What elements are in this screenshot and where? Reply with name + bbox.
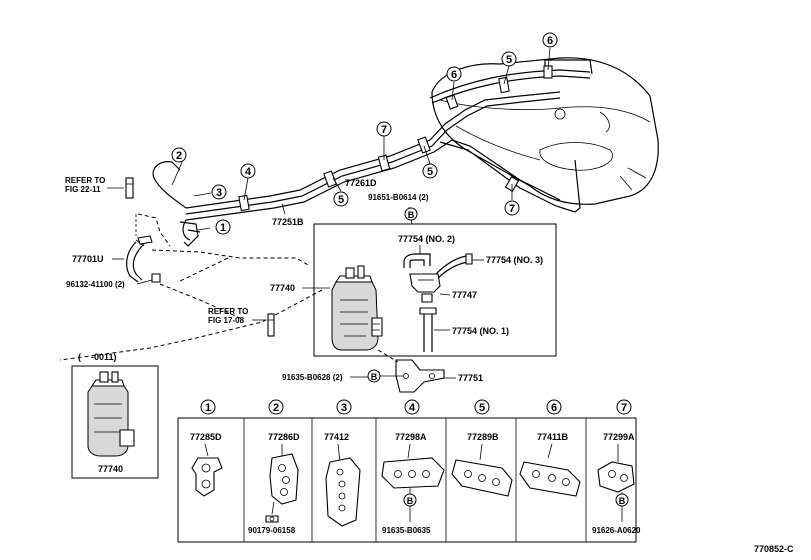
svg-text:B: B: [407, 496, 414, 506]
legend-sub-4: 91635-B0635: [382, 526, 431, 535]
legend-part-3: 77412: [324, 432, 349, 442]
callout-2: 2: [171, 147, 187, 163]
callout-b-top: B: [404, 207, 418, 221]
legend-sub-2: 90179-06158: [248, 526, 296, 535]
clamp-77298a: [381, 457, 445, 494]
refer-fig-17-line2: FIG 17-08: [208, 316, 245, 325]
svg-text:3: 3: [341, 402, 347, 414]
svg-text:2: 2: [176, 150, 182, 162]
svg-text:1: 1: [205, 402, 211, 414]
svg-text:4: 4: [245, 166, 252, 178]
legend-num-6: 6: [546, 399, 562, 415]
refer-fig-17-line1: REFER TO: [208, 307, 248, 316]
fuel-tank: [429, 57, 659, 205]
label-77751: 77751: [458, 373, 483, 383]
legend-part-1: 77285D: [190, 432, 222, 442]
inset-range-label: ( -0011): [78, 352, 117, 362]
charcoal-canister: [331, 265, 383, 351]
label-77740: 77740: [270, 283, 295, 293]
legend-num-1: 1: [200, 399, 216, 415]
clamp-77299a: [597, 461, 635, 494]
clamp-77411b: [519, 461, 581, 497]
svg-text:3: 3: [216, 187, 222, 199]
svg-text:6: 6: [551, 402, 557, 414]
legend-part-7: 77299A: [603, 432, 635, 442]
svg-text:2: 2: [273, 402, 279, 414]
legend-part-4: 77298A: [395, 432, 427, 442]
callout-7a: 7: [376, 121, 392, 137]
svg-text:7: 7: [381, 124, 387, 136]
diagram-id: 770852-C: [754, 544, 794, 554]
label-91635-b0628: 91635-B0628 (2): [282, 373, 343, 382]
inset-box: [71, 365, 159, 479]
label-77754-no3: 77754 (NO. 3): [486, 255, 543, 265]
legend-part-2: 77286D: [268, 432, 300, 442]
legend-b-4: B: [403, 493, 417, 507]
clamp-77286d: [265, 453, 299, 523]
svg-text:5: 5: [479, 402, 485, 414]
legend-num-4: 4: [404, 399, 420, 415]
svg-text:1: 1: [220, 222, 226, 234]
clamp-77285d: [191, 457, 223, 497]
svg-text:6: 6: [547, 35, 553, 47]
svg-text:5: 5: [506, 54, 512, 66]
callout-5a: 5: [333, 191, 349, 207]
label-96132: 96132-41100 (2): [66, 280, 125, 289]
svg-text:7: 7: [509, 203, 515, 215]
legend-sub-7: 91626-A0620: [592, 526, 641, 535]
svg-text:4: 4: [409, 402, 416, 414]
legend-part-5: 77289B: [467, 432, 499, 442]
connector-fig22: [125, 177, 134, 199]
refer-fig-22-line1: REFER TO: [65, 176, 105, 185]
legend-num-5: 5: [474, 399, 490, 415]
callout-1: 1: [215, 219, 231, 235]
callout-7b: 7: [504, 200, 520, 216]
svg-text:5: 5: [338, 194, 344, 206]
vsv-hoses: [403, 253, 473, 352]
refer-fig-22-line2: FIG 22-11: [65, 185, 101, 194]
canister-group-box: [313, 223, 557, 357]
svg-text:7: 7: [621, 402, 627, 414]
clamp-77412: [325, 457, 361, 527]
svg-text:B: B: [408, 210, 415, 220]
clamp-legend: 1 2 3 4 5 6 7 77285D 77286D 77412 77298A…: [177, 399, 641, 543]
legend-num-3: 3: [336, 399, 352, 415]
svg-text:B: B: [619, 496, 626, 506]
callout-circles: 2 3 1 4 7 5 5 6 5 6 7: [171, 32, 558, 235]
label-77754-no1: 77754 (NO. 1): [452, 326, 509, 336]
clamp-77289b: [451, 459, 513, 497]
callout-b-bracket: B: [367, 369, 381, 383]
label-77747: 77747: [452, 290, 477, 300]
legend-b-7: B: [615, 493, 629, 507]
connector-fig17: [267, 313, 275, 337]
callout-6b: 6: [542, 32, 558, 48]
legend-part-6: 77411B: [537, 432, 569, 442]
inset-canister: [87, 371, 135, 457]
inset-part-label: 77740: [98, 464, 123, 474]
label-77251b: 77251B: [272, 217, 304, 227]
label-77701u: 77701U: [72, 254, 104, 264]
vapor-line-assembly: [152, 65, 581, 247]
leader-lines: [171, 47, 551, 231]
label-91651: 91651-B0614 (2): [368, 193, 429, 202]
callout-5b: 5: [422, 163, 438, 179]
callout-3: 3: [211, 184, 227, 200]
svg-text:5: 5: [427, 166, 433, 178]
label-77754-no2: 77754 (NO. 2): [398, 234, 455, 244]
legend-num-2: 2: [268, 399, 284, 415]
callout-5c: 5: [501, 51, 517, 67]
svg-text:B: B: [371, 372, 378, 382]
legend-num-7: 7: [616, 399, 632, 415]
callout-4: 4: [240, 163, 256, 179]
label-77261d: 77261D: [345, 178, 377, 188]
callout-6a: 6: [446, 66, 462, 82]
svg-text:6: 6: [451, 69, 457, 81]
